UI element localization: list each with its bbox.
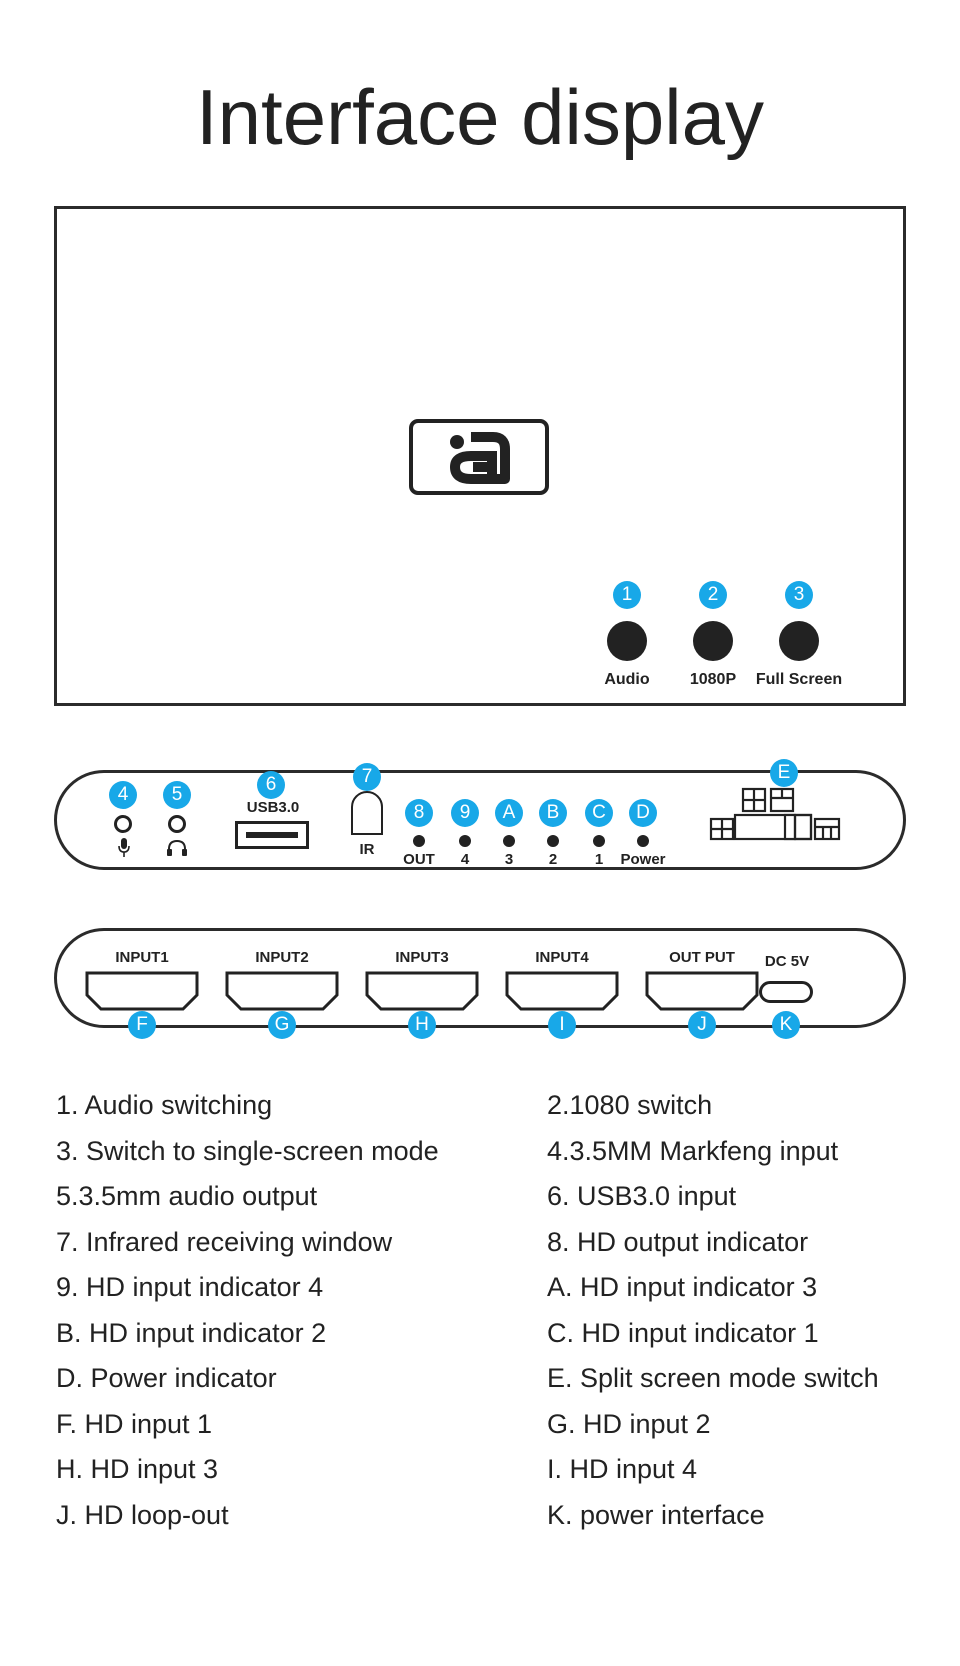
badge-K: K bbox=[772, 1011, 800, 1039]
indicator-label: 3 bbox=[504, 851, 514, 868]
headphone-jack[interactable] bbox=[168, 815, 186, 833]
usb-label: USB3.0 bbox=[246, 799, 300, 816]
legend-item: H. HD input 3 bbox=[56, 1454, 219, 1484]
legend-item: 2.1080 switch bbox=[547, 1090, 713, 1120]
badge-C: C bbox=[585, 799, 613, 827]
badge-F: F bbox=[128, 1011, 156, 1039]
indicator-led bbox=[593, 835, 605, 847]
indicator-led bbox=[637, 835, 649, 847]
dc-power-port[interactable] bbox=[759, 981, 813, 1003]
legend-item: C. HD input indicator 1 bbox=[547, 1317, 819, 1348]
port-label: INPUT2 bbox=[255, 949, 309, 966]
front-panel: 1 Audio 2 1080P 3 Full Screen bbox=[54, 206, 906, 706]
indicator-led bbox=[503, 835, 515, 847]
badge-G: G bbox=[268, 1011, 296, 1039]
badge-4: 4 bbox=[109, 781, 137, 809]
legend-item: D. Power indicator bbox=[56, 1363, 277, 1393]
badge-6: 6 bbox=[257, 771, 285, 799]
full-screen-button-group: 3 Full Screen bbox=[744, 581, 854, 689]
dc-label: DC 5V bbox=[764, 953, 810, 970]
1080p-button[interactable] bbox=[693, 621, 733, 661]
legend-item: B. HD input indicator 2 bbox=[56, 1317, 327, 1348]
indicator-label: 4 bbox=[460, 851, 470, 868]
ir-label: IR bbox=[359, 841, 375, 858]
legend-item: K. power interface bbox=[547, 1499, 765, 1530]
port-label: OUT PUT bbox=[669, 949, 735, 966]
brand-logo bbox=[409, 419, 549, 495]
badge-5: 5 bbox=[163, 781, 191, 809]
ir-window bbox=[351, 791, 383, 835]
hdmi-port[interactable] bbox=[85, 971, 199, 1016]
1080p-label: 1080P bbox=[689, 671, 737, 688]
hdmi-port[interactable] bbox=[645, 971, 759, 1016]
legend-item: 6. USB3.0 input bbox=[547, 1181, 737, 1211]
badge-I: I bbox=[548, 1011, 576, 1039]
badge-D: D bbox=[629, 799, 657, 827]
hdmi-port[interactable] bbox=[505, 971, 619, 1016]
badge-H: H bbox=[408, 1011, 436, 1039]
legend-item: 5.3.5mm audio output bbox=[56, 1181, 318, 1211]
hdmi-port[interactable] bbox=[365, 971, 479, 1016]
1080p-button-group: 2 1080P bbox=[658, 581, 768, 689]
audio-label: Audio bbox=[604, 671, 650, 688]
audio-button-group: 1 Audio bbox=[572, 581, 682, 689]
legend-item: 1. Audio switching bbox=[56, 1090, 273, 1120]
port-label: INPUT1 bbox=[115, 949, 169, 966]
legend-item: 3. Switch to single-screen mode bbox=[56, 1135, 439, 1166]
indicator-label: 2 bbox=[548, 851, 558, 868]
legend-item: J. HD loop-out bbox=[56, 1499, 229, 1530]
legend-item: I. HD input 4 bbox=[547, 1454, 698, 1484]
page-title: Interface display bbox=[196, 73, 764, 161]
legend-item: 8. HD output indicator bbox=[547, 1226, 809, 1257]
legend-item: 9. HD input indicator 4 bbox=[56, 1272, 324, 1302]
badge-9: 9 bbox=[451, 799, 479, 827]
indicator-led bbox=[459, 835, 471, 847]
legend-item: A. HD input indicator 3 bbox=[547, 1272, 818, 1302]
badge-A: A bbox=[495, 799, 523, 827]
usb-port[interactable] bbox=[235, 821, 309, 849]
split-screen-switch[interactable] bbox=[709, 785, 845, 850]
legend-item: 4.3.5MM Markfeng input bbox=[547, 1135, 839, 1166]
badge-7: 7 bbox=[353, 763, 381, 791]
badge-2: 2 bbox=[699, 581, 727, 609]
legend-item: F. HD input 1 bbox=[56, 1408, 213, 1439]
full-screen-button[interactable] bbox=[779, 621, 819, 661]
indicator-label: Power bbox=[620, 851, 666, 868]
audio-button[interactable] bbox=[607, 621, 647, 661]
headphone-icon bbox=[166, 839, 188, 862]
badge-3: 3 bbox=[785, 581, 813, 609]
badge-1: 1 bbox=[613, 581, 641, 609]
port-label: INPUT4 bbox=[535, 949, 589, 966]
hdmi-port[interactable] bbox=[225, 971, 339, 1016]
badge-J: J bbox=[688, 1011, 716, 1039]
indicator-label: 1 bbox=[594, 851, 604, 868]
legend-item: E. Split screen mode switch bbox=[547, 1363, 879, 1393]
indicator-label: OUT bbox=[403, 851, 435, 868]
indicator-led bbox=[547, 835, 559, 847]
badge-B: B bbox=[539, 799, 567, 827]
full-screen-label: Full Screen bbox=[755, 671, 843, 688]
indicator-led bbox=[413, 835, 425, 847]
legend-item: 7. Infrared receiving window bbox=[56, 1226, 393, 1257]
microphone-icon bbox=[117, 837, 131, 864]
legend-item: G. HD input 2 bbox=[547, 1408, 711, 1439]
badge-8: 8 bbox=[405, 799, 433, 827]
mic-jack[interactable] bbox=[114, 815, 132, 833]
port-label: INPUT3 bbox=[395, 949, 449, 966]
badge-E: E bbox=[770, 759, 798, 787]
